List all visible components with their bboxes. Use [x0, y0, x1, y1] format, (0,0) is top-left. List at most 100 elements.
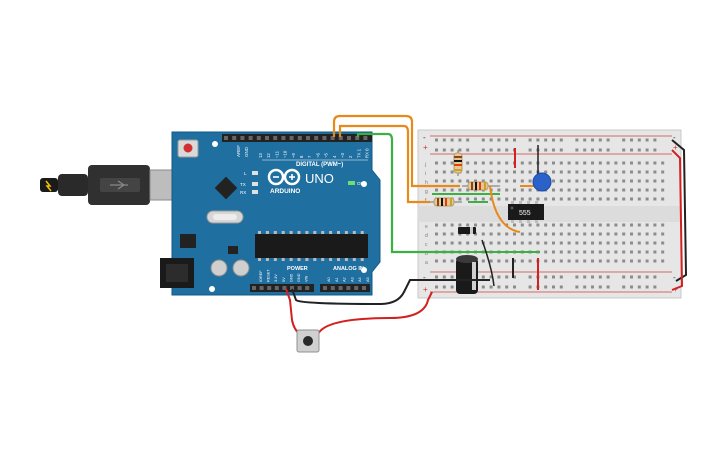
breadboard-hole[interactable] [513, 259, 516, 263]
breadboard-hole[interactable] [645, 179, 649, 183]
breadboard-hole[interactable] [559, 161, 563, 165]
breadboard-hole[interactable] [481, 285, 485, 289]
breadboard-hole[interactable] [489, 138, 493, 142]
analog-header[interactable] [320, 284, 370, 292]
breadboard-hole[interactable] [528, 179, 532, 183]
breadboard-hole[interactable] [583, 188, 587, 192]
breadboard-hole[interactable] [458, 223, 462, 227]
breadboard-hole[interactable] [606, 285, 610, 289]
breadboard-hole[interactable] [559, 138, 563, 142]
breadboard-hole[interactable] [489, 241, 493, 245]
breadboard-hole[interactable] [614, 223, 618, 227]
breadboard-hole[interactable] [575, 197, 579, 201]
breadboard-hole[interactable] [481, 232, 485, 236]
header-pin[interactable] [297, 136, 302, 140]
breadboard-hole[interactable] [645, 188, 649, 192]
breadboard-hole[interactable] [637, 170, 641, 174]
breadboard-hole[interactable] [513, 241, 516, 245]
red-wire-button-rail[interactable] [317, 291, 433, 335]
header-pin[interactable] [330, 136, 335, 140]
breadboard-hole[interactable] [591, 188, 594, 192]
breadboard-hole[interactable] [489, 259, 493, 263]
breadboard-hole[interactable] [598, 179, 602, 183]
breadboard-hole[interactable] [497, 259, 501, 263]
breadboard-hole[interactable] [552, 285, 555, 289]
breadboard-hole[interactable] [489, 148, 493, 152]
breadboard-hole[interactable] [450, 179, 454, 183]
breadboard-hole[interactable] [622, 188, 626, 192]
breadboard-hole[interactable] [591, 259, 594, 263]
breadboard-hole[interactable] [466, 138, 470, 142]
breadboard-hole[interactable] [661, 259, 665, 263]
breadboard-hole[interactable] [622, 161, 626, 165]
breadboard-hole[interactable] [497, 188, 501, 192]
green-wire-pin3[interactable] [356, 132, 460, 254]
breadboard-hole[interactable] [575, 250, 579, 254]
breadboard-hole[interactable] [637, 250, 641, 254]
breadboard-hole[interactable] [645, 232, 649, 236]
breadboard-hole[interactable] [661, 179, 665, 183]
breadboard-hole[interactable] [505, 241, 509, 245]
header-pin[interactable] [282, 286, 287, 290]
breadboard-hole[interactable] [598, 170, 602, 174]
breadboard-hole[interactable] [583, 250, 587, 254]
breadboard-hole[interactable] [637, 223, 641, 227]
breadboard-hole[interactable] [614, 241, 618, 245]
breadboard-hole[interactable] [544, 197, 548, 201]
breadboard-hole[interactable] [474, 161, 477, 165]
breadboard-holes[interactable] [435, 138, 665, 289]
breadboard-hole[interactable] [622, 241, 626, 245]
breadboard-hole[interactable] [528, 241, 532, 245]
breadboard-hole[interactable] [544, 250, 548, 254]
orange-wire-pin7[interactable] [338, 124, 430, 204]
breadboard-hole[interactable] [661, 188, 665, 192]
breadboard-hole[interactable] [622, 148, 626, 152]
breadboard-hole[interactable] [481, 170, 485, 174]
breadboard-hole[interactable] [614, 179, 618, 183]
breadboard-hole[interactable] [520, 179, 524, 183]
header-pin[interactable] [256, 136, 261, 140]
breadboard-hole[interactable] [606, 241, 610, 245]
breadboard-hole[interactable] [575, 241, 579, 245]
breadboard-hole[interactable] [583, 138, 587, 142]
red-wire-5v-button[interactable] [285, 288, 301, 335]
breadboard-hole[interactable] [630, 161, 633, 165]
power-header[interactable] [250, 284, 314, 292]
breadboard-hole[interactable] [630, 232, 633, 236]
breadboard-hole[interactable] [575, 188, 579, 192]
breadboard-hole[interactable] [505, 170, 509, 174]
breadboard-hole[interactable] [481, 197, 485, 201]
header-pin[interactable] [363, 136, 368, 140]
breadboard-hole[interactable] [505, 188, 509, 192]
breadboard-hole[interactable] [661, 223, 665, 227]
breadboard-hole[interactable] [528, 223, 532, 227]
breadboard-hole[interactable] [450, 241, 454, 245]
header-pin[interactable] [362, 286, 366, 290]
breadboard-hole[interactable] [645, 138, 649, 142]
breadboard-hole[interactable] [513, 197, 516, 201]
breadboard-hole[interactable] [513, 232, 516, 236]
breadboard-hole[interactable] [653, 161, 657, 165]
breadboard-hole[interactable] [598, 148, 602, 152]
breadboard-hole[interactable] [513, 275, 516, 279]
breadboard-hole[interactable] [559, 188, 563, 192]
breadboard-hole[interactable] [559, 275, 563, 279]
breadboard-hole[interactable] [645, 250, 649, 254]
breadboard-hole[interactable] [583, 223, 587, 227]
breadboard-hole[interactable] [450, 148, 454, 152]
breadboard-hole[interactable] [435, 188, 438, 192]
breadboard-hole[interactable] [552, 188, 555, 192]
breadboard-hole[interactable] [528, 275, 532, 279]
breadboard-hole[interactable] [450, 138, 454, 142]
breadboard-hole[interactable] [622, 170, 626, 174]
breadboard-hole[interactable] [466, 170, 470, 174]
breadboard-hole[interactable] [661, 197, 665, 201]
breadboard-hole[interactable] [575, 275, 579, 279]
breadboard-hole[interactable] [598, 285, 602, 289]
breadboard-hole[interactable] [567, 223, 571, 227]
breadboard-hole[interactable] [645, 148, 649, 152]
breadboard-hole[interactable] [536, 232, 540, 236]
breadboard-hole[interactable] [598, 241, 602, 245]
breadboard-hole[interactable] [559, 250, 563, 254]
breadboard-hole[interactable] [435, 179, 438, 183]
